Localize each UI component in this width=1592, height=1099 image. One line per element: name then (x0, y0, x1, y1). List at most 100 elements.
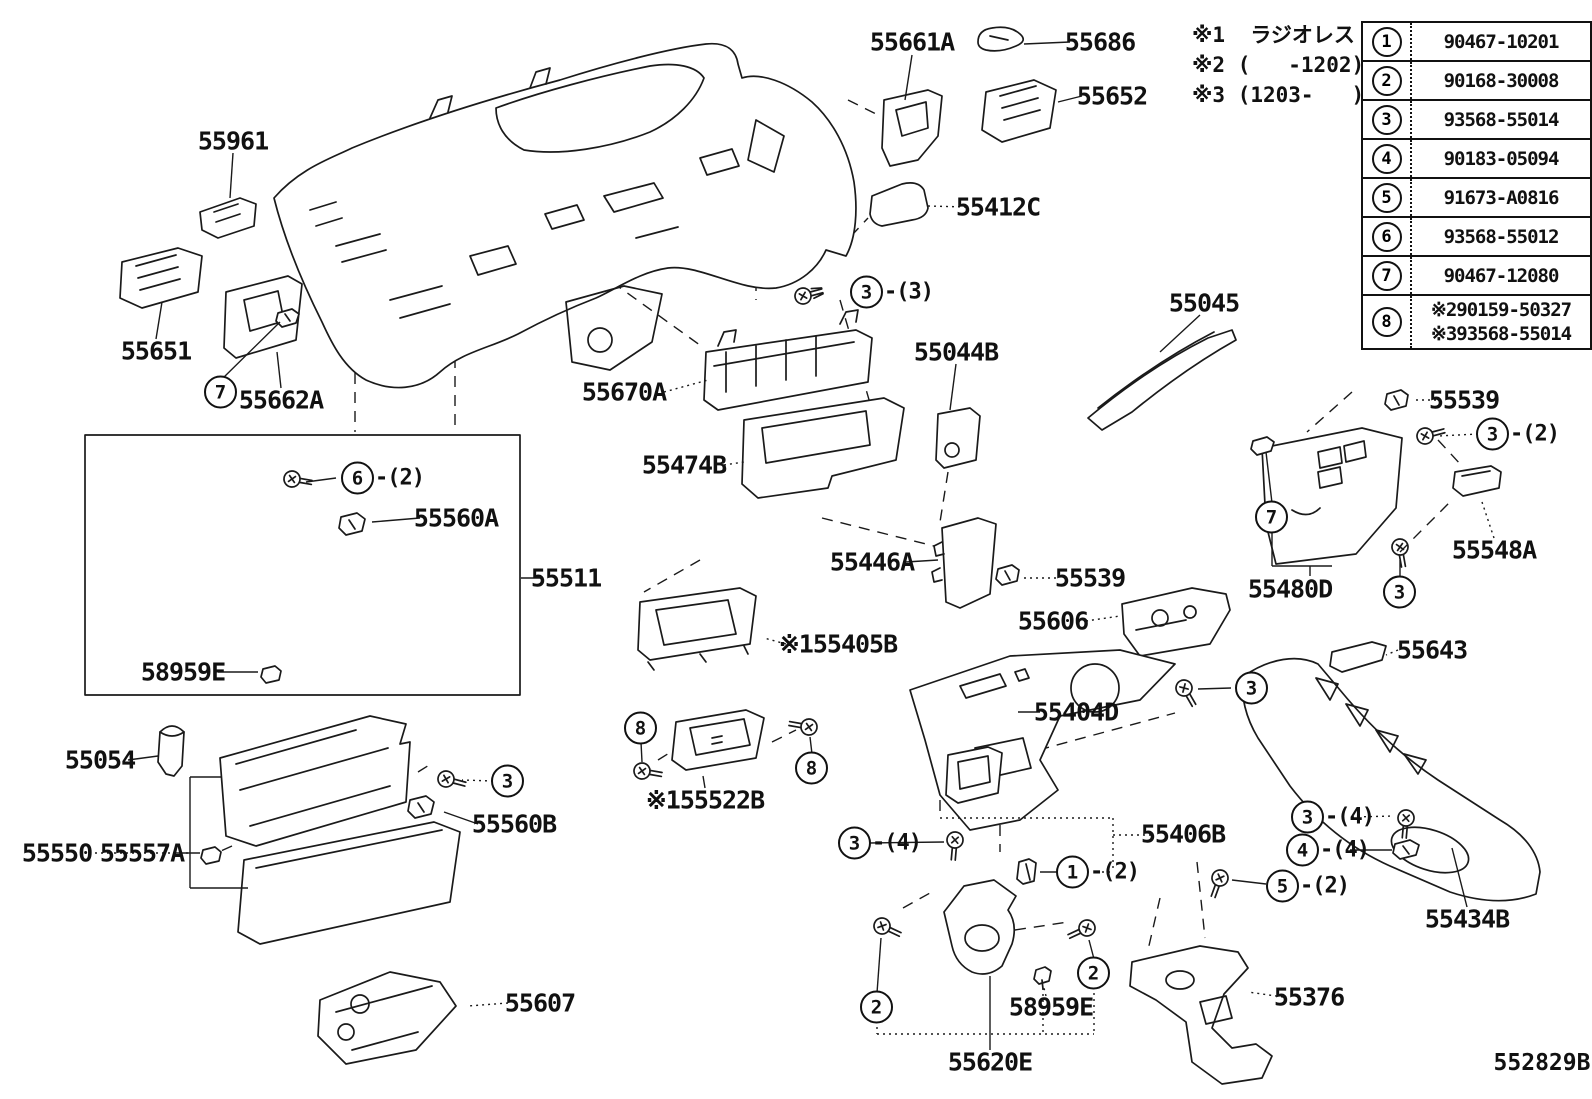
part-label-55961: 55961 (197, 126, 269, 156)
callout-quantity: -(3) (884, 279, 934, 305)
part-label-55686: 55686 (1064, 27, 1136, 57)
fastener-part-cell: 90168-30008 (1412, 62, 1590, 99)
fastener-ref-cell: 5 (1363, 179, 1412, 216)
fastener-callout-c8-bot: 8 (795, 751, 829, 785)
fastener-callout-c2-right: 2 (1077, 956, 1111, 990)
callout-quantity: -(2) (1510, 421, 1560, 447)
callout-quantity: -(4) (872, 830, 922, 856)
part-55607-drawing (317, 971, 457, 1065)
part-55686-drawing (977, 26, 1025, 52)
fastener-ref-number: 5 (1371, 182, 1402, 213)
part-55045-drawing (1087, 329, 1237, 431)
fastener-ref-cell: 3 (1363, 101, 1412, 138)
callout-number: 3 (850, 275, 883, 309)
fastener-part-number: ※393568-55014 (1430, 323, 1572, 345)
part-55376-drawing (1129, 945, 1273, 1085)
callout-number: 3 (1291, 800, 1324, 834)
fastener-callout-c4-4: 4 -(4) (1286, 833, 1370, 867)
callout-number: 2 (860, 990, 893, 1024)
part-label-55652: 55652 (1076, 81, 1148, 111)
fastener-callout-c7-right: 7 (1255, 500, 1289, 534)
fastener-ref-number: 7 (1371, 260, 1402, 291)
fastener-table-row-3: 3 93568-55014 (1363, 101, 1590, 140)
fastener-part-number: 93568-55012 (1443, 225, 1560, 248)
fastener-callout-c3-606: 3 (1235, 671, 1269, 705)
fastener-callout-c6-2: 6 -(2) (341, 461, 425, 495)
fastener-callout-c3-560b: 3 (491, 764, 525, 798)
callout-number: 1 (1056, 855, 1089, 889)
fastener-callout-c8-top: 8 (624, 711, 658, 745)
part-label-55607: 55607 (504, 988, 576, 1018)
part-label-55651: 55651 (120, 336, 192, 366)
callout-quantity: -(2) (375, 465, 425, 491)
fastener-ref-cell: 1 (1363, 23, 1412, 60)
part-label-55606: 55606 (1017, 606, 1089, 636)
fastener-part-number: 90183-05094 (1443, 147, 1560, 170)
part-glovebox-door-drawing (237, 821, 461, 945)
fastener-part-number: 90467-10201 (1443, 30, 1560, 53)
fastener-part-cell: ※290159-50327※393568-55014 (1412, 296, 1590, 348)
part-55606-drawing (1121, 587, 1231, 657)
callout-number: 3 (491, 764, 524, 798)
part-label-55405B: ※155405B (778, 629, 898, 659)
fastener-callout-c3-80d: 3 (1383, 575, 1417, 609)
fastener-callout-c1-2: 1 -(2) (1056, 855, 1140, 889)
part-55406B-drawing (945, 746, 1003, 804)
fastener-callout-c2-left: 2 (860, 990, 894, 1024)
part-label-58959E-lower: 58959E (1008, 992, 1094, 1022)
fastener-ref-number: 4 (1371, 143, 1402, 174)
part-label-55662A: 55662A (238, 385, 324, 415)
callout-number: 2 (1077, 956, 1110, 990)
fastener-ref-number: 3 (1371, 104, 1402, 135)
fastener-callout-c7-left: 7 (204, 375, 238, 409)
fastener-callout-c3-3: 3 -(3) (850, 275, 934, 309)
callout-number: 3 (1235, 671, 1268, 705)
part-55434B-drawing (1241, 657, 1541, 902)
fastener-table-row-5: 5 91673-A0816 (1363, 179, 1590, 218)
part-55044B-drawing (935, 407, 981, 469)
fastener-reference-table: 1 90467-10201 2 90168-30008 3 93568-5501… (1361, 21, 1592, 350)
part-55651-drawing (119, 247, 203, 309)
part-55522B-drawing (671, 709, 765, 771)
fastener-table-row-7: 7 90467-12080 (1363, 257, 1590, 296)
part-label-58959E-upper: 58959E (140, 657, 226, 687)
callout-number: 3 (1383, 575, 1416, 609)
fastener-part-cell: 91673-A0816 (1412, 179, 1590, 216)
callout-number: 3 (1476, 417, 1509, 451)
callout-number: 3 (838, 826, 871, 860)
part-55054-drawing (157, 725, 185, 777)
callout-number: 8 (795, 751, 828, 785)
fastener-ref-number: 1 (1371, 26, 1402, 57)
part-label-55404D: 55404D (1033, 697, 1119, 727)
fastener-part-number: ※290159-50327 (1430, 299, 1572, 321)
part-label-55560A: 55560A (413, 503, 499, 533)
note-line-3: ※3 (1203- ) (1192, 83, 1365, 107)
part-label-55643: 55643 (1396, 635, 1468, 665)
part-55446A-drawing (931, 517, 997, 609)
part-label-55412C: 55412C (955, 192, 1041, 222)
part-55548A-drawing (1452, 465, 1502, 497)
part-label-55044B: 55044B (913, 337, 999, 367)
part-label-55557A: 55557A (99, 838, 185, 868)
part-label-55474B: 55474B (641, 450, 727, 480)
fastener-part-number: 91673-A0816 (1443, 186, 1560, 209)
part-instrument-panel-drawing (273, 42, 857, 389)
fastener-callout-c3-2: 3 -(2) (1476, 417, 1560, 451)
callout-number: 6 (341, 461, 374, 495)
fastener-ref-number: 2 (1371, 65, 1402, 96)
part-55474B-drawing (741, 397, 905, 499)
group-box-55511 (84, 434, 521, 696)
part-label-55522B: ※155522B (645, 785, 765, 815)
part-55961-drawing (199, 197, 257, 239)
part-label-55054: 55054 (64, 745, 136, 775)
fastener-callout-c3-4l: 3 -(4) (838, 826, 922, 860)
callout-number: 4 (1286, 833, 1319, 867)
callout-quantity: -(4) (1325, 804, 1375, 830)
diagram-code: 552829B (1493, 1050, 1591, 1076)
reference-notes: ※1 ラジオレス ※2 ( -1202) ※3 (1203- ) (1192, 20, 1364, 110)
clip-fasteners (200, 308, 1420, 990)
fastener-ref-cell: 8 (1363, 296, 1412, 348)
fastener-part-cell: 93568-55012 (1412, 218, 1590, 255)
